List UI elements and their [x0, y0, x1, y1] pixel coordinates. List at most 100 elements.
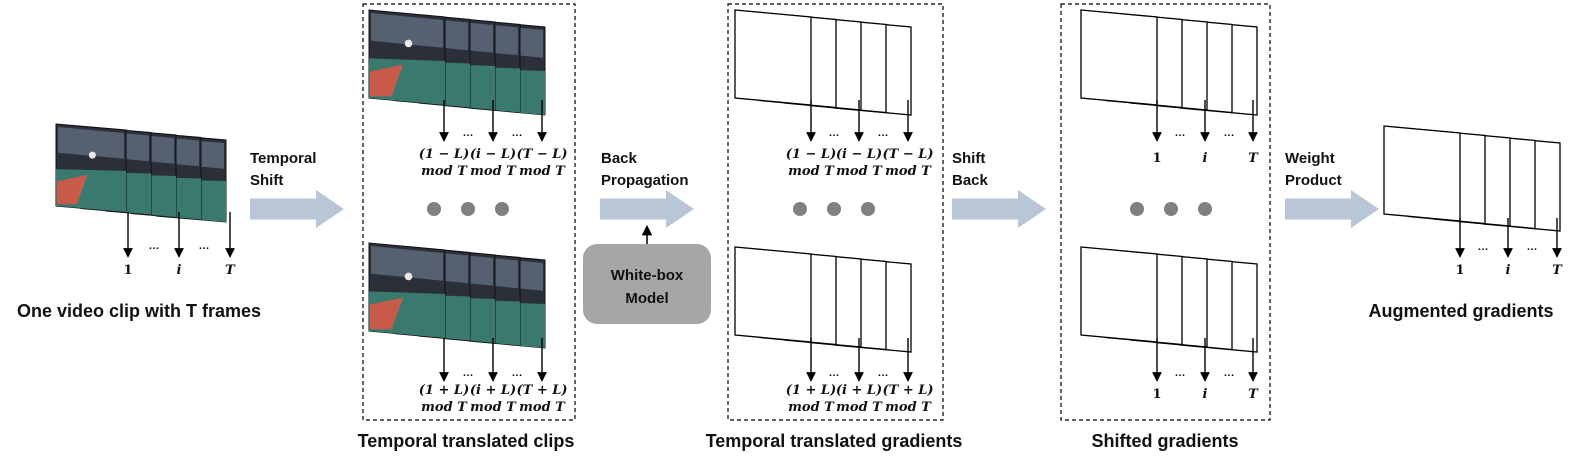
shifted-bottom-ellipsis-1: … — [1224, 367, 1235, 379]
back-propagation-arrow — [600, 190, 694, 228]
clips-top-ellipsis-0: … — [463, 127, 474, 139]
video-frame-icon — [368, 242, 446, 339]
augmented-index-2: T — [1552, 263, 1563, 278]
augmented-stack — [1383, 125, 1561, 232]
gradients-dot-0 — [793, 202, 807, 216]
white-box-model-box — [583, 244, 711, 324]
clips-top-index-0: (1 − L) — [419, 147, 469, 162]
gradients-top-ellipsis-0: … — [829, 127, 840, 139]
white-box-model-label-1: White-box — [611, 267, 684, 284]
shifted-bottom-index-2: T — [1248, 387, 1259, 402]
input-caption: One video clip with T frames — [17, 301, 261, 321]
clips-bottom-index-0: (1 + L) — [419, 383, 469, 398]
weight-product-label-1: Weight — [1285, 150, 1335, 167]
gradients-dot-2 — [861, 202, 875, 216]
temporal-shift-label-2: Shift — [250, 172, 283, 189]
gradients-bottom-mod-1: mod T — [836, 400, 883, 415]
shifted-top-index-1: i — [1203, 151, 1208, 166]
gradients-bottom-mod-2: mod T — [885, 400, 932, 415]
shifted-top-index-0: 1 — [1152, 151, 1161, 166]
white-box-model-label-2: Model — [625, 290, 668, 307]
gradients-bottom-ellipsis-0: … — [829, 367, 840, 379]
clips-bottom-index-1: (i + L) — [470, 383, 516, 398]
gradients-top-mod-2: mod T — [885, 164, 932, 179]
temporal-shift-label-1: Temporal — [250, 150, 316, 167]
clips-bottom-mod-0: mod T — [421, 400, 468, 415]
gradients-top-index-0: (1 − L) — [786, 147, 836, 162]
input-ellipsis-0: … — [149, 240, 160, 252]
gradients-top-mod-1: mod T — [836, 164, 883, 179]
back-propagation-label-1: Back — [601, 150, 638, 167]
clips-dot-1 — [461, 202, 475, 216]
shifted-bottom-index-0: 1 — [1152, 387, 1161, 402]
shift-back-arrow — [952, 190, 1046, 228]
gradient-frame-icon — [734, 246, 812, 343]
shifted-bottom-stack — [1080, 246, 1258, 353]
back-propagation-label-2: Propagation — [601, 172, 689, 189]
augmented-index-1: i — [1506, 263, 1511, 278]
input-ellipsis-1: … — [199, 240, 210, 252]
shifted-top-index-2: T — [1248, 151, 1259, 166]
shifted-dot-2 — [1198, 202, 1212, 216]
clips-top-mod-2: mod T — [519, 164, 566, 179]
shifted-bottom-ellipsis-0: … — [1175, 367, 1186, 379]
clips-top-index-1: (i − L) — [470, 147, 516, 162]
gradients-top-index-2: (T − L) — [882, 147, 933, 162]
shifted-dot-1 — [1164, 202, 1178, 216]
gradients-bottom-ellipsis-1: … — [878, 367, 889, 379]
augmented-index-0: 1 — [1455, 263, 1464, 278]
video-frame-icon — [55, 123, 127, 213]
clips-dot-0 — [427, 202, 441, 216]
augmented-ellipsis-1: … — [1527, 241, 1538, 253]
clips-bottom-ellipsis-1: … — [512, 367, 523, 379]
gradient-frame-icon — [734, 9, 812, 106]
clips-top-index-2: (T − L) — [516, 147, 567, 162]
gradient-frame-icon — [1383, 125, 1461, 222]
gradients-bottom-index-0: (1 + L) — [786, 383, 836, 398]
shifted-caption: Shifted gradients — [1091, 431, 1238, 451]
clips-bottom-stack — [368, 242, 546, 349]
clips-top-stack — [368, 9, 546, 116]
gradients-caption: Temporal translated gradients — [706, 431, 963, 451]
gradients-top-stack — [734, 9, 912, 116]
shifted-top-ellipsis-1: … — [1224, 127, 1235, 139]
gradients-top-index-1: (i − L) — [836, 147, 882, 162]
shifted-bottom-index-1: i — [1203, 387, 1208, 402]
clips-bottom-ellipsis-0: … — [463, 367, 474, 379]
clips-bottom-index-2: (T + L) — [516, 383, 567, 398]
gradients-bottom-index-2: (T + L) — [882, 383, 933, 398]
video-frame-icon — [368, 9, 446, 106]
gradient-frame-icon — [1080, 246, 1158, 343]
gradients-dashed-box — [727, 3, 944, 421]
augmented-ellipsis-0: … — [1478, 241, 1489, 253]
weight-product-arrow — [1285, 190, 1379, 228]
shifted-top-stack — [1080, 9, 1258, 116]
clips-dot-2 — [495, 202, 509, 216]
gradient-frame-icon — [1080, 9, 1158, 106]
clips-bottom-mod-1: mod T — [470, 400, 517, 415]
input-video-stack — [55, 123, 227, 223]
clips-top-mod-1: mod T — [470, 164, 517, 179]
weight-product-label-2: Product — [1285, 172, 1342, 189]
augmented-caption: Augmented gradients — [1368, 301, 1553, 321]
gradients-bottom-stack — [734, 246, 912, 353]
shifted-dashed-box — [1060, 3, 1271, 421]
input-index-2: T — [225, 263, 236, 278]
gradients-bottom-index-1: (i + L) — [836, 383, 882, 398]
gradients-dot-1 — [827, 202, 841, 216]
input-index-0: 1 — [123, 263, 132, 278]
clips-bottom-mod-2: mod T — [519, 400, 566, 415]
temporal-shift-arrow — [250, 190, 344, 228]
shift-back-label-2: Back — [952, 172, 989, 189]
gradients-top-mod-0: mod T — [788, 164, 835, 179]
shifted-dot-0 — [1130, 202, 1144, 216]
shifted-top-ellipsis-0: … — [1175, 127, 1186, 139]
clips-caption: Temporal translated clips — [358, 431, 575, 451]
clips-top-mod-0: mod T — [421, 164, 468, 179]
clips-top-ellipsis-1: … — [512, 127, 523, 139]
gradients-bottom-mod-0: mod T — [788, 400, 835, 415]
input-index-1: i — [177, 263, 182, 278]
shift-back-label-1: Shift — [952, 150, 985, 167]
gradients-top-ellipsis-1: … — [878, 127, 889, 139]
clips-dashed-box — [362, 3, 576, 421]
